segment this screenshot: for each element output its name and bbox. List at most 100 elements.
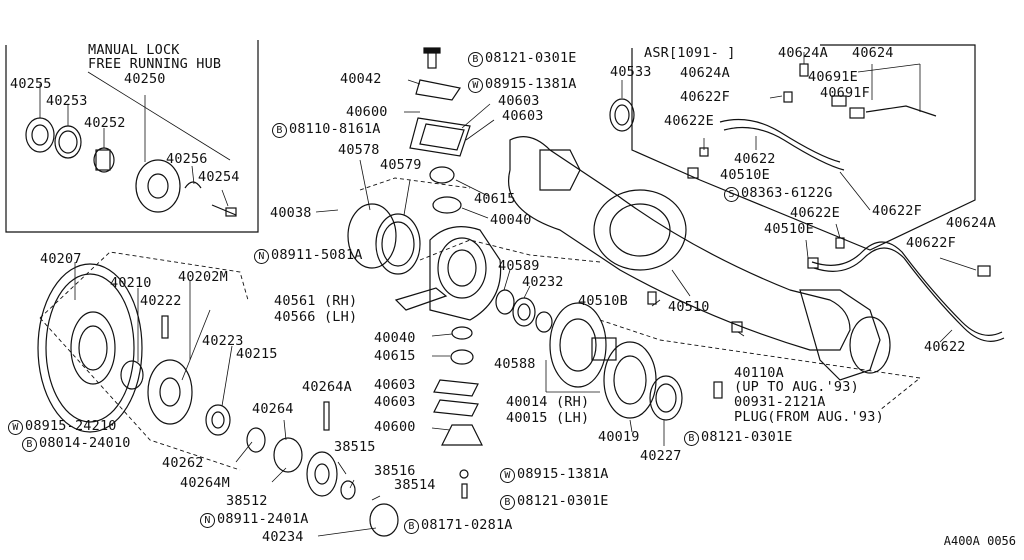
inset-title-1: MANUAL LOCK — [88, 42, 180, 58]
label-40227: 40227 — [640, 448, 682, 464]
n-marker: N — [254, 249, 269, 264]
b-marker: B — [500, 495, 515, 510]
label-40589: 40589 — [498, 258, 540, 274]
b-part: 08110-8161A — [289, 121, 381, 137]
label-plug-note: PLUG(FROM AUG.'93) — [734, 409, 884, 425]
w-part: 08915-1381A — [485, 76, 577, 92]
asr-box — [631, 44, 976, 251]
label-40624: 40624 — [852, 45, 894, 61]
b-marker: B — [468, 52, 483, 67]
label-40579: 40579 — [380, 157, 422, 173]
label-40110A: 40110A — [734, 365, 784, 381]
label-40622-top: 40622 — [734, 151, 776, 167]
label-40510E-b: 40510E — [764, 221, 814, 237]
label-40578: 40578 — [338, 142, 380, 158]
b-part: 08171-0281A — [421, 517, 513, 533]
label-40202M: 40202M — [178, 269, 228, 285]
b-part: 08014-24010 — [39, 435, 131, 451]
label-38515: 38515 — [334, 439, 376, 455]
label-40264: 40264 — [252, 401, 294, 417]
label-40210: 40210 — [110, 275, 152, 291]
label-40622E-b: 40622E — [790, 205, 840, 221]
inset-title-2: FREE RUNNING HUB — [88, 56, 222, 72]
label-40254: 40254 — [198, 169, 240, 185]
label-40533: 40533 — [610, 64, 652, 80]
b-part: 08121-0301E — [701, 429, 793, 445]
label-40622E-top: 40622E — [664, 113, 714, 129]
label-40600-bot: 40600 — [374, 419, 416, 435]
label-40234: 40234 — [262, 529, 304, 545]
label-40615-top: 40615 — [474, 191, 516, 207]
n-marker: N — [200, 513, 215, 528]
w-marker: W — [500, 468, 515, 483]
label-40603-d: 40603 — [374, 394, 416, 410]
label-38516: 38516 — [374, 463, 416, 479]
label-40603-b: 40603 — [502, 108, 544, 124]
b-marker: B — [404, 519, 419, 534]
label-40510E-top: 40510E — [720, 167, 770, 183]
label-40232: 40232 — [522, 274, 564, 290]
label-40624A-r: 40624A — [946, 215, 996, 231]
b-part: 08121-0301E — [517, 493, 609, 509]
knuckle-assembly — [315, 47, 922, 499]
label-40622F-r: 40622F — [906, 235, 956, 251]
label-40207: 40207 — [40, 251, 82, 267]
label-40110A-note: (UP TO AUG.'93) — [734, 379, 859, 395]
label-40624A-b: 40624A — [680, 65, 730, 81]
label-40615-mid: 40615 — [374, 348, 416, 364]
label-40019: 40019 — [598, 429, 640, 445]
label-40215: 40215 — [236, 346, 278, 362]
label-40262: 40262 — [162, 455, 204, 471]
rotor-hub-assembly — [37, 251, 399, 537]
label-40255: 40255 — [10, 76, 52, 92]
label-40042: 40042 — [340, 71, 382, 87]
label-40038: 40038 — [270, 205, 312, 221]
b-marker: B — [22, 437, 37, 452]
w-marker: W — [8, 420, 23, 435]
label-40253: 40253 — [46, 93, 88, 109]
label-40040-top: 40040 — [490, 212, 532, 228]
s-marker: S — [724, 187, 739, 202]
label-40223: 40223 — [202, 333, 244, 349]
w-marker: W — [468, 78, 483, 93]
label-40603-a: 40603 — [498, 93, 540, 109]
label-40600-top: 40600 — [346, 104, 388, 120]
b-marker: B — [684, 431, 699, 446]
label-40561: 40561 (RH) — [274, 293, 358, 309]
label-40510: 40510 — [668, 299, 710, 315]
label-40014: 40014 (RH) — [506, 394, 590, 410]
label-40252: 40252 — [84, 115, 126, 131]
label-40015: 40015 (LH) — [506, 410, 590, 426]
w-part: 08915-1381A — [517, 466, 609, 482]
inset-frame — [5, 40, 259, 233]
label-40256: 40256 — [166, 151, 208, 167]
label-40622F-top: 40622F — [680, 89, 730, 105]
label-40691F: 40691F — [820, 85, 870, 101]
label-40264M: 40264M — [180, 475, 230, 491]
label-40264A: 40264A — [302, 379, 352, 395]
s-part: 08363-6122G — [741, 185, 833, 201]
label-40040-mid: 40040 — [374, 330, 416, 346]
label-40691E: 40691E — [808, 69, 858, 85]
label-40222: 40222 — [140, 293, 182, 309]
label-40566: 40566 (LH) — [274, 309, 358, 325]
inset-free-running-hub — [25, 71, 237, 217]
label-asr: ASR[1091- ] — [644, 45, 736, 61]
label-00931-2121A: 00931-2121A — [734, 394, 826, 410]
label-38514: 38514 — [394, 477, 436, 493]
label-40603-c: 40603 — [374, 377, 416, 393]
label-38512: 38512 — [226, 493, 268, 509]
label-40622-r: 40622 — [924, 339, 966, 355]
